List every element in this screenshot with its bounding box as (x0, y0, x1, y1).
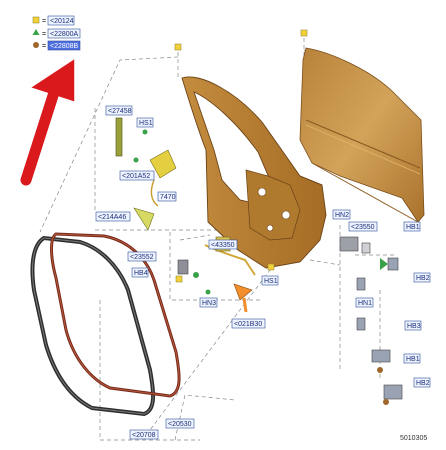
svg-text:<23552: <23552 (130, 254, 154, 261)
svg-text:HB2: HB2 (416, 380, 430, 387)
callout-27458: <27458 (105, 105, 133, 116)
hinge-part (177, 259, 189, 275)
figure-code: 5010305 (400, 435, 427, 442)
svg-text:HB4: HB4 (134, 270, 148, 277)
door-seal-20530 (50, 232, 181, 398)
square-marker-icon (32, 16, 40, 24)
svg-text:<23550: <23550 (351, 224, 375, 231)
callout-021b30: <021B30 (231, 318, 266, 329)
svg-text:7470: 7470 (160, 194, 176, 201)
callouts: <27458 HS1 <201A52 7470 <214A46 <43350 <… (95, 105, 431, 440)
svg-text:HB1: HB1 (406, 356, 420, 363)
legend-code-22808b: <22808B (50, 43, 79, 50)
clip-part (133, 207, 155, 231)
svg-text:HB3: HB3 (407, 323, 421, 330)
inner-door-frame (181, 76, 327, 269)
svg-text:HB2: HB2 (416, 275, 430, 282)
svg-text:HB1: HB1 (406, 224, 420, 231)
callout-hs1-top: HS1 (136, 117, 154, 128)
callout-20708: <20708 (129, 429, 159, 440)
circle-marker-icon (33, 42, 39, 48)
callout-43350: <43350 (208, 239, 238, 250)
svg-text:<20530: <20530 (168, 421, 192, 428)
callout-hb4: HB4 (131, 267, 149, 278)
handle-part (233, 283, 253, 301)
red-arrow-icon (20, 59, 75, 186)
triangle-marker-icon (32, 29, 40, 35)
svg-text:HS1: HS1 (139, 120, 153, 127)
door-seal-20708 (30, 235, 156, 417)
callout-23550: <23550 (348, 221, 378, 232)
callout-hn2: HN2 (332, 209, 351, 220)
legend: = <20124 = <22800A = <22808B (32, 15, 81, 51)
svg-text:HS1: HS1 (264, 278, 278, 285)
legend-sep-2: = (42, 31, 46, 38)
outer-door-panel (299, 47, 425, 223)
callout-20530: <20530 (165, 418, 195, 429)
callout-hn1: HN1 (355, 297, 374, 308)
svg-text:HN1: HN1 (358, 300, 372, 307)
callout-214a46: <214A46 (95, 211, 131, 222)
callout-hb1-bottom: HB1 (403, 353, 421, 364)
svg-text:<021B30: <021B30 (234, 321, 262, 328)
callout-hb2-bottom: HB2 (413, 377, 431, 388)
svg-text:<20708: <20708 (132, 432, 156, 439)
legend-sep-3: = (42, 43, 46, 50)
callout-201a52: <201A52 (119, 170, 155, 181)
callout-23552: <23552 (127, 251, 157, 262)
callout-hs1-bottom: HS1 (261, 275, 279, 286)
svg-text:HN3: HN3 (202, 300, 216, 307)
callout-7470: 7470 (157, 191, 177, 202)
svg-text:<43350: <43350 (211, 242, 235, 249)
svg-text:<214A46: <214A46 (98, 214, 126, 221)
legend-code-22800a: <22800A (50, 31, 79, 38)
lock-part (149, 149, 177, 179)
legend-code-20124: <20124 (50, 18, 74, 25)
callout-hn3: HN3 (199, 297, 218, 308)
callout-hb2-top: HB2 (413, 272, 431, 283)
callout-hb3: HB3 (404, 320, 422, 331)
callout-hb1-top: HB1 (403, 221, 421, 232)
legend-sep-1: = (42, 18, 46, 25)
svg-text:<27458: <27458 (108, 108, 132, 115)
svg-text:HN2: HN2 (335, 212, 349, 219)
check-strap-part (115, 117, 123, 157)
svg-text:<201A52: <201A52 (122, 173, 150, 180)
